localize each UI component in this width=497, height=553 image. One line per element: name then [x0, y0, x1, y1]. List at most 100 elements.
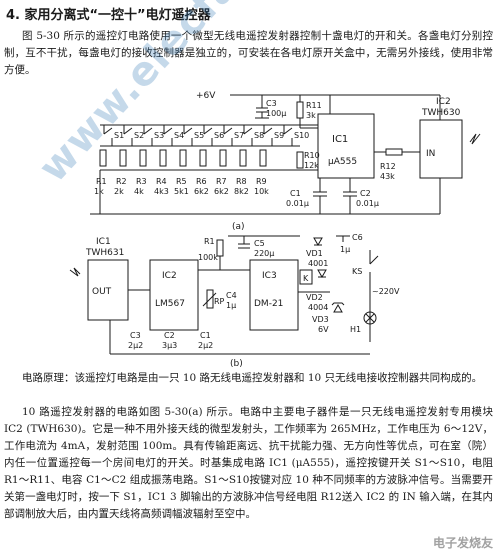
- ic1-box: [317, 113, 375, 179]
- b-c6-label: C6: [352, 233, 363, 242]
- r12-resistor: [385, 148, 403, 156]
- circuit-a-caption: (a): [232, 222, 245, 232]
- b-vd3-zener: [331, 302, 345, 313]
- switch-label-s4: S4: [174, 131, 184, 140]
- r11-resistor: [296, 101, 304, 119]
- r10-value: 12k: [304, 161, 319, 170]
- resistor-value-r4: 4k3: [154, 187, 169, 196]
- ic1-type: μA555: [328, 157, 357, 167]
- b-r1-label: R1: [204, 237, 215, 246]
- b-vd3-value: 6V: [318, 325, 329, 334]
- switch-s8: [243, 125, 253, 146]
- b-ic2-type: LM567: [155, 299, 185, 309]
- b-ac-label: ~220V: [372, 287, 400, 296]
- b-c4-value: 1μ: [226, 301, 236, 310]
- b-r1-value: 100k: [198, 253, 218, 262]
- b-rp-label: RP: [214, 297, 225, 306]
- c3-capacitor: [255, 95, 269, 119]
- switch-s3: [143, 125, 153, 146]
- resistor-label-r6: R6: [196, 177, 207, 186]
- section-heading: 4. 家用分离式“一控十”电灯遥控器: [6, 8, 211, 23]
- b-k-label: K: [303, 274, 309, 283]
- switch-label-s2: S2: [134, 131, 144, 140]
- r11-value: 3k: [306, 111, 316, 120]
- b-k-relay: [299, 269, 313, 285]
- b-ic3-label: IC3: [262, 271, 277, 281]
- b-c1-value: 2μ2: [198, 341, 213, 350]
- b-ic2-label: IC2: [162, 271, 177, 281]
- resistor-value-r8: 8k2: [234, 187, 249, 196]
- b-ic3-box: [249, 259, 299, 331]
- resistor-value-r3: 4k: [134, 187, 144, 196]
- switch-label-s9: S9: [274, 131, 284, 140]
- intro-paragraph: 图 5-30 所示的遥控灯电路使用一个微型无线电遥控发射器控制十盏电灯的开和关。…: [4, 30, 493, 76]
- c1-label: C1: [290, 189, 301, 198]
- b-c3-value: 2μ2: [128, 341, 143, 350]
- resistor-label-r2: R2: [116, 177, 127, 186]
- b-vd3-label: VD3: [312, 315, 329, 324]
- b-c2-value: 3μ3: [162, 341, 177, 350]
- antenna-icon: [469, 133, 481, 145]
- b-rp-resistor: [206, 289, 214, 309]
- resistor-label-r9: R9: [256, 177, 267, 186]
- b-antenna-icon: [69, 267, 81, 277]
- b-vd1-diode: [313, 237, 323, 247]
- switch-s7: [223, 125, 233, 146]
- circuit-b-caption: (b): [230, 359, 243, 369]
- circuit-a-diagram: +6V C3 100μ R11 3k IC1 μA555 R12 43k IC2…: [90, 91, 481, 232]
- publisher-logo: 电子发烧友: [432, 536, 493, 550]
- switch-label-s3: S3: [154, 131, 164, 140]
- b-ic3-type: DM-21: [254, 299, 283, 309]
- c3-label: C3: [266, 99, 277, 108]
- transmitter-paragraph: 10 路遥控发射器的电路如图 5-30(a) 所示。电路中主要电子器件是一只无线…: [4, 406, 493, 520]
- b-c3-label: C3: [130, 331, 141, 340]
- b-c6-value: 1μ: [340, 245, 350, 254]
- resistor-value-r7: 6k2: [214, 187, 229, 196]
- supply-label: +6V: [196, 91, 216, 101]
- b-h1-lamp: [363, 311, 377, 325]
- switch-label-s6: S6: [214, 131, 224, 140]
- b-out-label: OUT: [92, 287, 112, 297]
- switch-label-s5: S5: [194, 131, 204, 140]
- c2-value: 0.01μ: [356, 199, 379, 208]
- switch-s6: [203, 125, 213, 146]
- resistor-label-r5: R5: [176, 177, 187, 186]
- resistor-label-r4: R4: [156, 177, 167, 186]
- switch-s5: [183, 125, 193, 146]
- r10-resistor: [296, 151, 304, 169]
- ic2-box: [419, 119, 463, 179]
- resistor-value-r9: 10k: [254, 187, 269, 196]
- switch-s2: [123, 125, 133, 146]
- resistor-label-r8: R8: [236, 177, 247, 186]
- ic1-label: IC1: [332, 134, 348, 145]
- b-c4-label: C4: [226, 291, 237, 300]
- r12-value: 43k: [380, 172, 395, 181]
- resistor-label-r3: R3: [136, 177, 147, 186]
- switch-s9: [263, 125, 273, 146]
- resistor-value-r5: 5k1: [174, 187, 189, 196]
- switch-s10: [283, 125, 293, 146]
- b-c2-label: C2: [164, 331, 175, 340]
- b-vd2-label: VD2: [306, 293, 323, 302]
- switch-label-s10: S10: [294, 131, 309, 140]
- b-vd2-diode: [317, 269, 327, 279]
- b-h1-label: H1: [350, 325, 361, 334]
- c1-value: 0.01μ: [286, 199, 309, 208]
- switch-s4: [163, 125, 173, 146]
- b-ic1-type: TWH631: [85, 248, 124, 258]
- c2-label: C2: [360, 189, 371, 198]
- switch-s1: [103, 125, 113, 146]
- switch-label-s1: S1: [114, 131, 124, 140]
- b-vd1-label: VD1: [306, 249, 323, 258]
- b-vd1-value: 4001: [308, 259, 328, 268]
- resistor-label-r1: R1: [96, 177, 107, 186]
- b-c1-label: C1: [200, 331, 211, 340]
- b-ic1-label: IC1: [96, 237, 111, 247]
- resistor-value-r1: 1k: [94, 187, 104, 196]
- b-ks-label: KS: [352, 267, 362, 276]
- in-label: IN: [426, 149, 435, 159]
- ic2-label: IC2: [436, 97, 451, 107]
- b-c5-label: C5: [254, 239, 265, 248]
- ic2-type: TWH630: [421, 108, 461, 118]
- b-vd2-value: 4004: [308, 303, 328, 312]
